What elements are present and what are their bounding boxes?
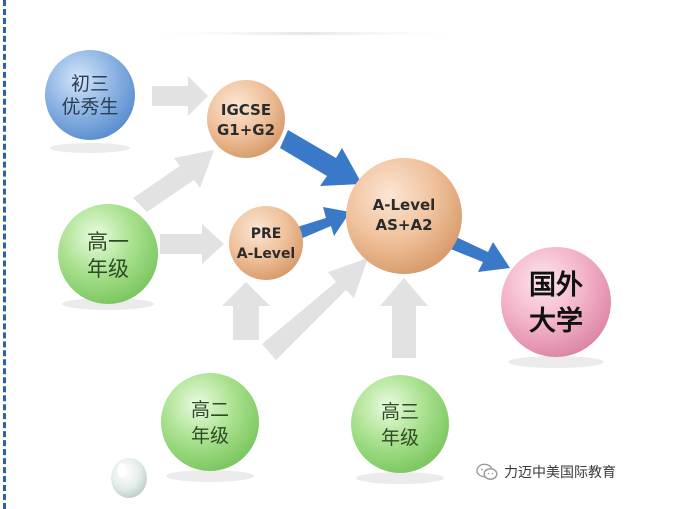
wechat-icon: [476, 463, 498, 480]
arrow-pre-to-alevel: [294, 207, 350, 240]
node-gaoyi-line1: 高一: [87, 230, 129, 254]
arrow-gaoyi-to-igcse: [133, 150, 214, 212]
watermark-text: 力迈中美国际教育: [504, 465, 616, 481]
node-pre-line2: A-Level: [237, 246, 295, 262]
node-gaosan-line2: 年级: [381, 427, 419, 449]
node-gaoer-line1: 高二: [191, 399, 229, 421]
arrow-gaoyi-to-pre: [160, 224, 224, 264]
node-pre-line1: PRE: [251, 226, 282, 242]
node-igcse-line1: IGCSE: [221, 101, 271, 119]
blue-arrows: [280, 130, 510, 272]
page-left-border: [3, 0, 6, 509]
node-gaoyi: 高一 年级: [58, 204, 158, 304]
node-igcse-line2: G1+G2: [217, 121, 275, 139]
node-chusan-line2: 优秀生: [61, 96, 118, 118]
node-gaoer: 高二 年级: [161, 373, 259, 471]
node-university: 国外 大学: [501, 247, 611, 357]
node-gaosan: 高三 年级: [351, 375, 449, 473]
water-drop-decoration: [111, 458, 147, 498]
node-gaosan-line1: 高三: [381, 401, 419, 423]
arrow-chusan-to-igcse: [152, 76, 208, 116]
node-alevel-line2: AS+A2: [375, 216, 432, 234]
top-rule: [140, 32, 470, 35]
grey-arrows: [133, 76, 428, 360]
node-alevel: A-Level AS+A2: [346, 158, 462, 274]
node-gaoer-line2: 年级: [191, 425, 229, 447]
node-university-line2: 大学: [529, 305, 583, 337]
watermark: 力迈中美国际教育: [476, 462, 616, 482]
node-chusan-line1: 初三: [71, 73, 109, 95]
node-university-line1: 国外: [529, 270, 583, 301]
node-chusan: 初三 优秀生: [45, 50, 135, 140]
arrow-alevel-to-university: [448, 236, 510, 272]
node-gaoyi-line2: 年级: [87, 257, 129, 281]
arrow-igcse-to-alevel: [280, 130, 362, 186]
node-shadows: [50, 143, 604, 484]
arrow-gaoer-to-alevel: [262, 258, 368, 360]
node-igcse: IGCSE G1+G2: [207, 80, 285, 158]
arrow-gaoer-to-pre: [222, 282, 270, 340]
node-pre: PRE A-Level: [229, 206, 303, 280]
node-alevel-line1: A-Level: [373, 196, 436, 214]
arrow-gaosan-to-alevel: [380, 278, 428, 358]
